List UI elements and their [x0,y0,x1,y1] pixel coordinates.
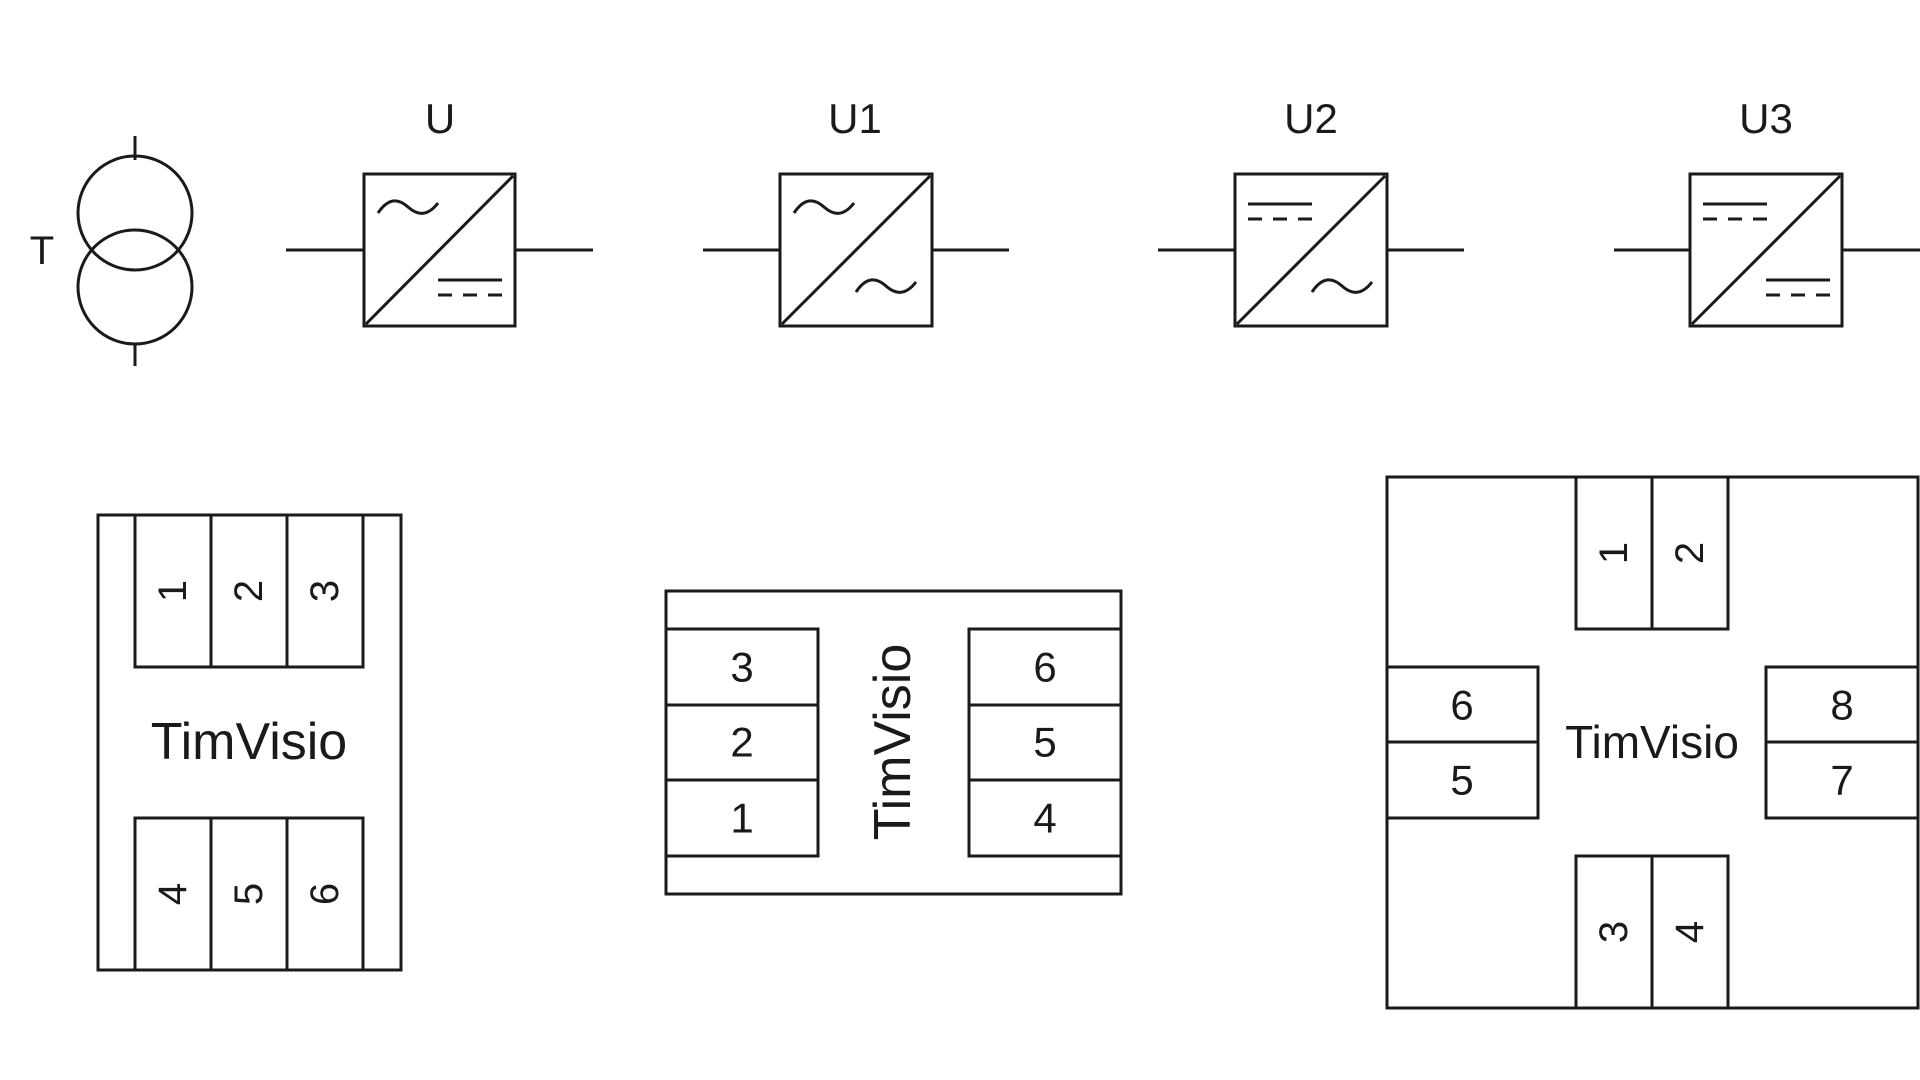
pin-label: 6 [1033,644,1056,691]
pin-cell [1385,740,1540,820]
converter-u3: U3 [1614,95,1920,328]
pin-label: 3 [730,644,753,691]
pin-label: 2 [227,580,271,602]
pin-label: 4 [1033,795,1056,842]
ac-wave-icon [1310,278,1374,294]
pin-label: 6 [303,883,347,905]
pin-label: 8 [1830,682,1853,729]
ac-wave-icon [854,278,918,294]
converter-diagonal [1235,174,1387,326]
pin-cell [1650,854,1730,1010]
pin-cell [967,778,1123,858]
pin-label: 1 [1592,542,1636,564]
pin-label: 1 [151,580,195,602]
pin-label: 4 [151,883,195,905]
converter-u2: U2 [1158,95,1464,328]
dc-symbol-icon [1703,202,1767,221]
converter-label: U2 [1284,95,1338,142]
pin-label: 3 [303,580,347,602]
pin-cell [664,778,820,858]
pin-label: 5 [1033,719,1056,766]
converter-u1: U1 [703,95,1009,328]
pin-label: 5 [1450,757,1473,804]
pin-label: 4 [1668,921,1712,943]
ac-wave-icon [792,199,856,215]
package-name: TimVisio [151,713,347,771]
converter-label: U [425,95,455,142]
transformer-lower-coil [76,228,194,346]
package-name: TimVisio [864,644,922,840]
package-dip-horizontal: 3 2 1 TimVisio 6 5 4 [664,589,1123,896]
transformer-label: T [30,229,54,273]
pin-label: 5 [227,883,271,905]
pin-cell [285,513,365,669]
pin-label: 7 [1830,757,1853,804]
transformer-symbol: T [30,136,194,366]
package-quad: 1 2 6 5 TimVisio 8 7 3 4 [1385,475,1920,1010]
pin-label: 2 [730,719,753,766]
pin-label: 1 [730,795,753,842]
pin-cell [1764,740,1920,820]
converter-label: U1 [828,95,882,142]
pin-label: 6 [1450,682,1473,729]
converter-diagonal [1690,174,1842,326]
package-name: TimVisio [1565,716,1739,768]
package-dip-vertical: 1 2 3 TimVisio 4 5 6 [96,513,403,972]
pin-label: 3 [1592,921,1636,943]
pin-cell [1650,475,1730,631]
dc-symbol-icon [438,278,502,297]
dc-symbol-icon [1248,202,1312,221]
dc-symbol-icon [1766,278,1830,297]
pin-cell [285,816,365,972]
converter-u: U [286,95,593,328]
ac-wave-icon [376,199,440,215]
transformer-upper-coil [76,154,194,272]
converter-diagonal [364,174,515,326]
converter-diagonal [780,174,932,326]
pin-label: 2 [1668,542,1712,564]
converter-label: U3 [1739,95,1793,142]
